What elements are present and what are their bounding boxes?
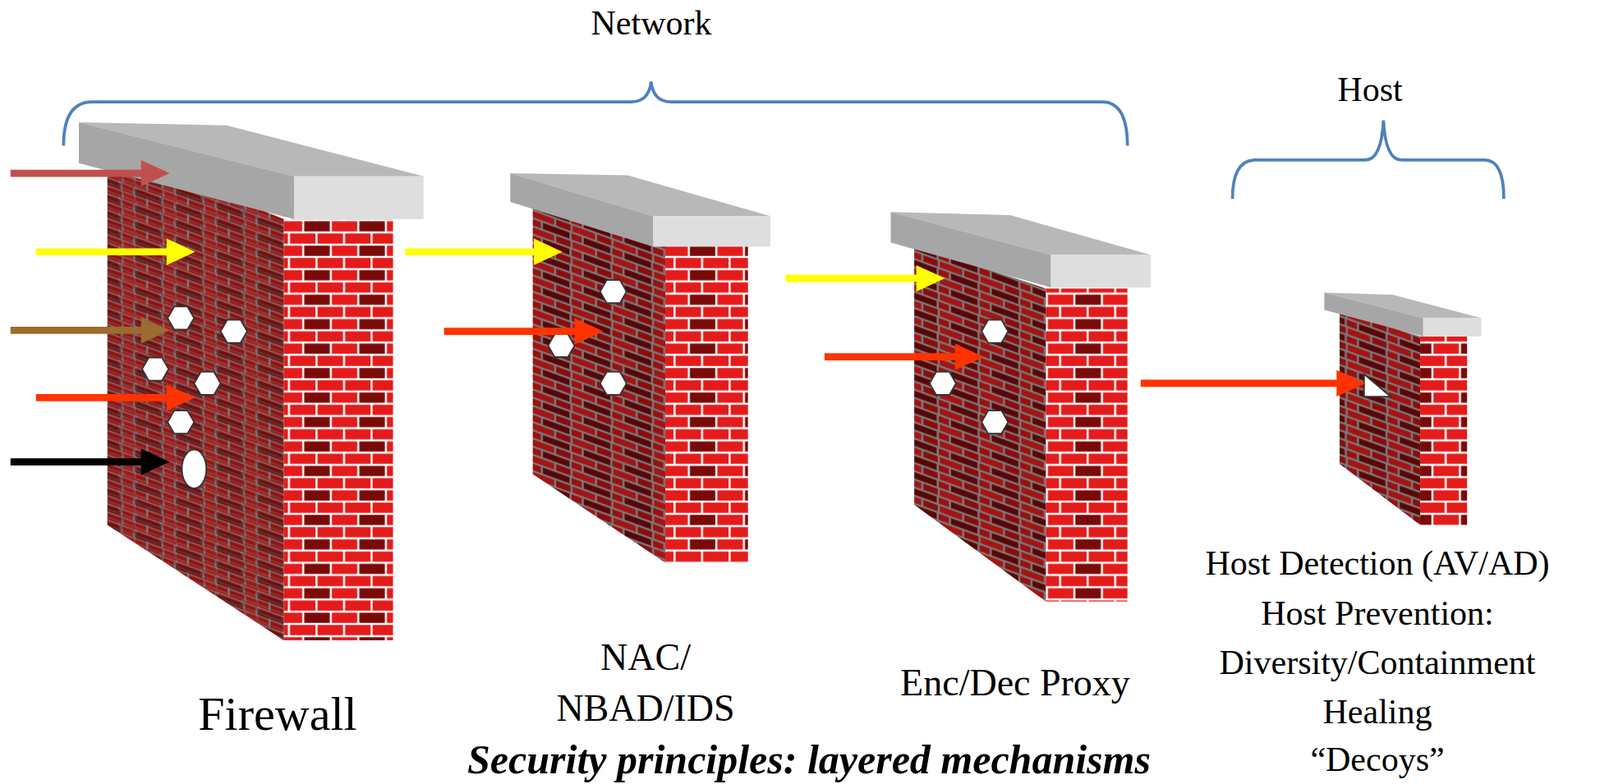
host-mechanism: Host Detection (AV/AD) — [1204, 544, 1550, 583]
host-bracket — [1232, 120, 1504, 200]
layer-label: Enc/Dec Proxy — [900, 662, 1131, 705]
caption: Security principles: layered mechanisms — [467, 737, 1151, 783]
nac-wall — [510, 173, 771, 563]
attack-arrows — [10, 160, 1366, 476]
group-label: Network — [591, 4, 713, 42]
proxy-wall — [891, 211, 1152, 602]
layer-label: Firewall — [197, 688, 357, 741]
host-mechanism: Host Prevention: — [1260, 594, 1494, 633]
layer-label: NBAD/IDS — [556, 688, 735, 731]
layer-label: NAC/ — [600, 637, 691, 680]
host-mechanism: Diversity/Containment — [1219, 643, 1536, 682]
host-mechanism: “Decoys” — [1310, 740, 1444, 779]
host-wall — [1324, 292, 1481, 525]
wall-holes — [142, 280, 1391, 489]
group-label: Host — [1337, 70, 1403, 109]
host-mechanism: Healing — [1323, 693, 1433, 732]
firewall-wall — [78, 122, 424, 641]
